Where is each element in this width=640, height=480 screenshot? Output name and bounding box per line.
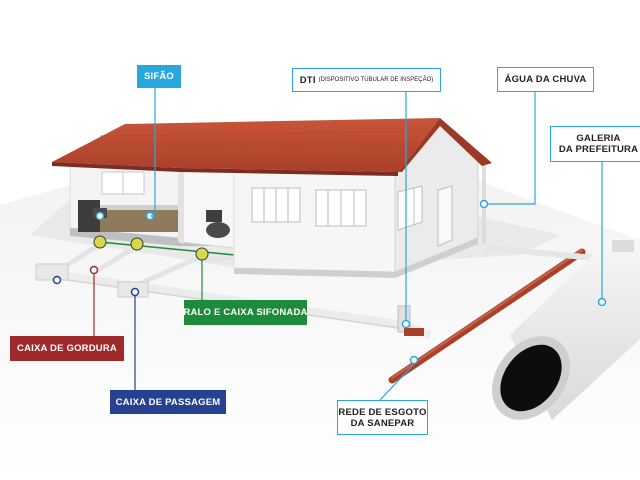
dti-label: DTI (DISPOSITIVO TUBULAR DE INSPEÇÃO) (292, 68, 441, 92)
sifao-marker (95, 211, 105, 221)
gordura-marker-2 (52, 275, 62, 285)
caixa-gordura-box (35, 263, 69, 281)
ralo-label: RALO E CAIXA SIFONADA (183, 300, 307, 325)
pointer-lines (93, 88, 603, 401)
chuva-marker (479, 199, 489, 209)
gordura-marker (89, 265, 99, 275)
roof-eave (52, 162, 398, 176)
kitchen-counter-top (90, 205, 180, 210)
front-window-1 (251, 187, 301, 223)
galeria-marker (597, 297, 607, 307)
roof-side (398, 118, 492, 172)
front-window-2 (315, 189, 367, 227)
toilet-bowl (206, 222, 230, 238)
side-window (397, 185, 423, 231)
galeria-label-line2: DA PREFEITURA (558, 144, 639, 155)
toilet-tank (206, 210, 222, 222)
caixa-passagem-label: CAIXA DE PASSAGEM (110, 390, 226, 414)
ralo-line (99, 241, 236, 256)
caixa-gordura-label: CAIXA DE GORDURA (10, 336, 124, 361)
galeria-label: GALERIA DA PREFEITURA (550, 126, 640, 162)
pipe-branch-2 (93, 243, 139, 275)
sifao-pointer (150, 88, 156, 217)
ralo-marker-1 (93, 235, 107, 249)
pipe-branch-4 (199, 256, 236, 262)
rede-label-line1: REDE DE ESGOTO (338, 406, 427, 418)
rede-esgoto-highlight (391, 249, 583, 379)
pipe-main (39, 268, 406, 329)
roof-front (52, 118, 440, 172)
rede-label-line2: DA SANEPAR (350, 417, 415, 429)
markers (52, 199, 607, 365)
passagem-marker (130, 287, 140, 297)
dti-label-main: DTI (299, 74, 316, 86)
rede-pointer (379, 363, 415, 401)
rede-esgoto-label: REDE DE ESGOTO DA SANEPAR (337, 400, 428, 435)
dti-marker (401, 319, 411, 329)
ralo-marker-2 (130, 237, 144, 251)
side-door (437, 185, 453, 247)
house-base-shadow (234, 238, 478, 278)
sifao-label: SIFÃO (137, 65, 181, 88)
galeria-inlet-box (612, 240, 634, 252)
chuva-pointer (488, 92, 536, 205)
ralo-marker-3 (195, 247, 209, 261)
dti-connector (404, 328, 424, 336)
dti-label-sub: (DISPOSITIVO TUBULAR DE INSPEÇÃO) (318, 76, 434, 83)
rede-marker (409, 355, 419, 365)
rede-esgoto-pipe (388, 248, 586, 384)
galeria-label-line1: GALERIA (576, 133, 621, 144)
house-partition-side (178, 160, 184, 244)
agua-chuva-label: ÁGUA DA CHUVA (497, 67, 594, 92)
pipe-branch-3 (133, 253, 204, 289)
galeria-tube-hole (500, 344, 562, 412)
